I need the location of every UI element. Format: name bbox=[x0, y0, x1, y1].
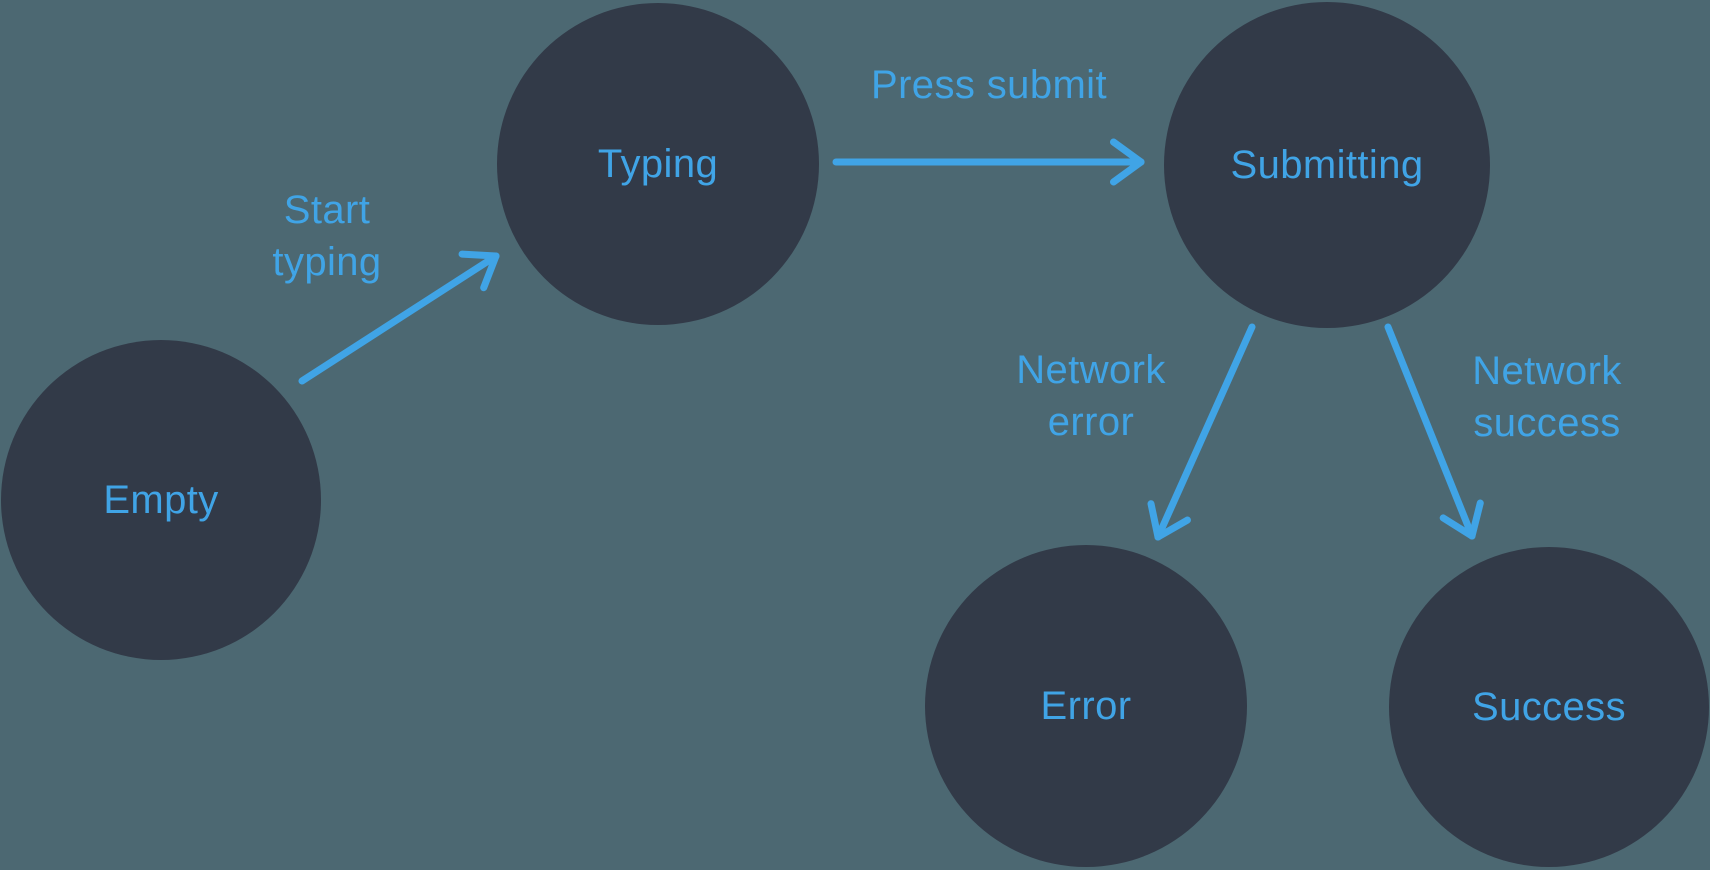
transition-label-line: Network bbox=[1472, 349, 1622, 393]
state-node-label-typing: Typing bbox=[597, 141, 719, 186]
state-node-typing: Typing bbox=[497, 3, 819, 325]
state-node-label-error: Error bbox=[1040, 683, 1132, 728]
transition-label-line: Network bbox=[1016, 348, 1166, 392]
transition-label-network-success: Network success bbox=[1472, 345, 1622, 449]
state-node-label-submitting: Submitting bbox=[1230, 142, 1424, 187]
transition-label-line: success bbox=[1473, 401, 1621, 445]
state-node-empty: Empty bbox=[1, 340, 321, 660]
state-node-error: Error bbox=[925, 545, 1247, 867]
transition-label-network-error: Network error bbox=[1016, 344, 1166, 448]
transition-label-line: error bbox=[1047, 400, 1135, 444]
transition-label-line: Press submit bbox=[871, 63, 1107, 107]
transition-label-line: Start bbox=[283, 188, 371, 232]
transition-arrow-network-error bbox=[1147, 323, 1256, 541]
transition-arrow-start-typing bbox=[298, 250, 500, 385]
transition-label-start-typing: Start typing bbox=[272, 184, 381, 288]
state-node-submitting: Submitting bbox=[1164, 2, 1490, 328]
transition-label-press-submit: Press submit bbox=[871, 59, 1107, 111]
state-node-label-empty: Empty bbox=[103, 477, 219, 522]
state-node-label-success: Success bbox=[1472, 684, 1626, 729]
state-node-success: Success bbox=[1389, 547, 1709, 867]
transition-arrow-press-submit bbox=[832, 138, 1145, 186]
transition-label-line: typing bbox=[272, 240, 382, 284]
transition-arrow-network-success bbox=[1384, 323, 1484, 540]
